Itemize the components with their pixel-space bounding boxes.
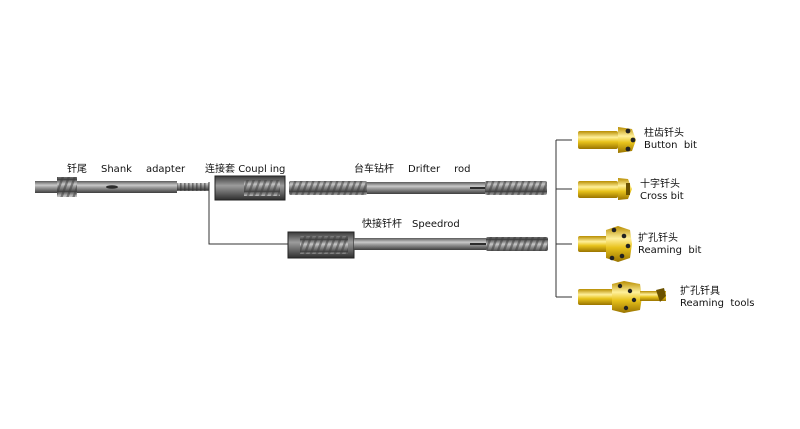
coupling-label: 连接套 Coupl ing: [205, 164, 285, 176]
reaming-bit-label-en1: Reaming: [638, 245, 682, 256]
cross-bit-label-zh: 十字钎头: [640, 179, 680, 190]
coupling-label-en: Coupl ing: [238, 164, 286, 175]
reaming-tools-label-en1: Reaming: [680, 298, 724, 309]
button-bit-label-en2: bit: [683, 140, 697, 151]
drifter-rod-shape: [289, 181, 547, 195]
coupling-label-zh: 连接套: [205, 164, 235, 175]
shank-adapter-label-zh: 钎尾: [67, 164, 87, 175]
connector-lines: [208, 139, 572, 298]
shank-adapter-label-en1: Shank: [101, 164, 132, 175]
shank-adapter-shape: [35, 177, 209, 197]
cross-bit-shape: [578, 178, 632, 200]
reaming-tools-label-zh: 扩孔钎具: [680, 286, 720, 297]
coupling-shape: [214, 175, 286, 201]
speedrod-label: 快接钎杆 Speedrod: [362, 219, 460, 231]
drifter-rod-label: 台车钻杆 Drifter rod: [354, 164, 470, 176]
reaming-bit-shape: [578, 226, 632, 262]
button-bit-shape: [578, 127, 636, 153]
speedrod-label-en: Speedrod: [412, 219, 460, 230]
button-bit-label: 柱齿钎头 Button bit: [644, 128, 697, 152]
button-bit-label-zh: 柱齿钎头: [644, 128, 684, 139]
speedrod-label-zh: 快接钎杆: [362, 219, 402, 230]
reaming-tools-shape: [578, 281, 666, 313]
drifter-rod-label-zh: 台车钻杆: [354, 164, 394, 175]
cross-bit-label: 十字钎头 Cross bit: [640, 179, 684, 203]
reaming-tools-label-en2: tools: [730, 298, 755, 309]
reaming-bit-label-en2: bit: [688, 245, 702, 256]
shank-adapter-label-en2: adapter: [145, 164, 186, 175]
drifter-rod-label-en2: rod: [454, 164, 471, 175]
branch-line-lower: [208, 182, 288, 245]
reaming-tools-label: 扩孔钎具 Reaming tools: [680, 286, 755, 310]
cross-bit-label-en: Cross bit: [640, 191, 684, 202]
shank-adapter-label: 钎尾 Shank adapter: [67, 164, 185, 176]
drifter-rod-label-en1: Drifter: [408, 164, 441, 175]
reaming-bit-label: 扩孔钎头 Reaming bit: [638, 233, 701, 257]
speedrod-shape: [287, 231, 548, 259]
button-bit-label-en1: Button: [644, 140, 678, 151]
reaming-bit-label-zh: 扩孔钎头: [638, 233, 678, 244]
